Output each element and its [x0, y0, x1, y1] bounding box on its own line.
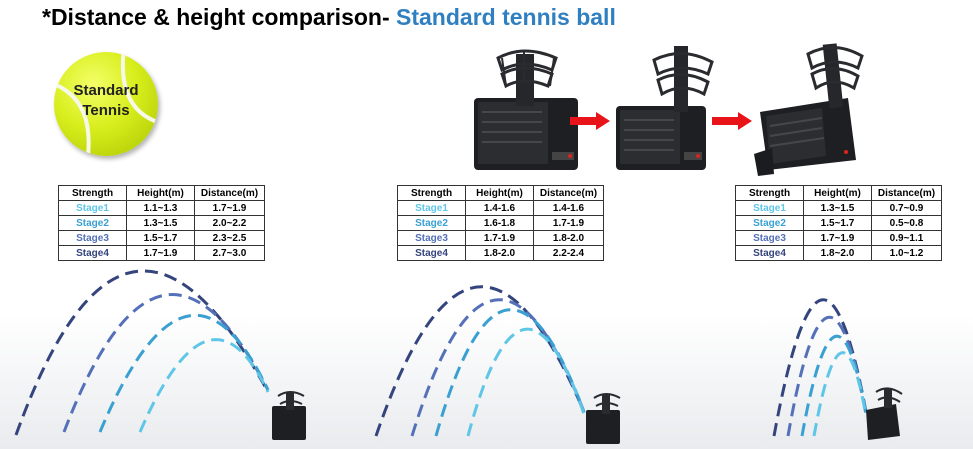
distance-cell: 2.3~2.5: [194, 230, 265, 246]
stage-label: Stage4: [397, 245, 466, 261]
arc-stage4: [374, 285, 586, 437]
arc-stage2: [434, 308, 586, 437]
title-accent: Standard tennis ball: [396, 4, 616, 30]
distance-cell: 2.7~3.0: [194, 245, 265, 261]
arc-stage3: [410, 298, 586, 437]
height-cell: 1.8-2.0: [465, 245, 534, 261]
distance-cell: 2.2-2.4: [533, 245, 604, 261]
right-arrow-icon: [712, 112, 752, 130]
arc-stage1: [138, 338, 270, 433]
ball-machine-icon: [474, 49, 578, 170]
arc-stage2: [800, 334, 868, 437]
tennis-ball-icon: Standard Tennis: [54, 52, 158, 156]
ball-machine-icon: [586, 393, 621, 444]
arc-stage4: [772, 298, 868, 437]
arc-stage3: [62, 293, 270, 433]
distance-cell: 1.0~1.2: [871, 245, 942, 261]
ball-seams: [54, 52, 158, 156]
ball-label-line2: Tennis: [82, 102, 130, 119]
distance-cell: 0.5~0.8: [871, 215, 942, 231]
right-arrow-icon: [570, 112, 610, 130]
arc-stage1: [812, 351, 868, 437]
ball-machine-icon: [272, 391, 306, 440]
ball-machine-icon: [754, 43, 864, 176]
arc-stage4: [14, 269, 270, 436]
ball-machine-icon: [616, 46, 714, 170]
ball-label-line1: Standard: [73, 82, 139, 99]
arc-stage2: [98, 314, 270, 433]
title-prefix: *Distance & height comparison-: [42, 4, 397, 30]
arc-stage1: [466, 327, 586, 437]
ball-machine-icon: [866, 387, 903, 440]
page-title: *Distance & height comparison- Standard …: [42, 4, 616, 31]
